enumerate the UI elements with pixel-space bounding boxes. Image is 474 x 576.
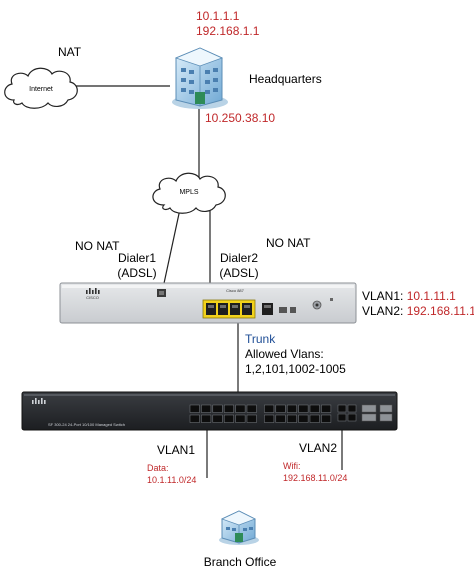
cisco-switch-device: SF 300-24 24-Port 10/100 Managed Switch (21, 391, 398, 431)
branch-office-building-icon (219, 510, 259, 545)
router-wan-port (262, 303, 273, 315)
router-lan-ports (202, 299, 256, 319)
hq-ip-line2: 192.168.1.1 (196, 24, 260, 38)
link-mpls-dialer1 (162, 208, 181, 289)
router-usb-ports (279, 307, 296, 313)
switch-port (246, 404, 257, 413)
switch-port (309, 414, 320, 423)
connection-lines (66, 85, 343, 478)
switch-port (201, 414, 212, 423)
internet-cloud-label: Internet (29, 86, 53, 93)
dialer2-label: Dialer2 (219, 251, 259, 265)
switch-port (246, 414, 257, 423)
router-vlan2-prefix: VLAN2: (362, 304, 407, 318)
switch-port (286, 414, 297, 423)
router-console-port (157, 289, 166, 297)
switch-port (189, 404, 200, 413)
switch-port-grid (189, 404, 332, 423)
internet-cloud-icon (4, 67, 78, 109)
branch-vlan2-label: VLAN2 (299, 441, 338, 455)
mpls-cloud-label: MPLS (179, 189, 199, 196)
branch-vlan1-label: VLAN1 (157, 443, 196, 457)
switch-port (298, 414, 309, 423)
mpls-cloud-icon (152, 172, 226, 214)
router-vlan2-ip: 192.168.11.1 (406, 304, 474, 318)
router-power-connector (312, 298, 333, 310)
switch-port (298, 404, 309, 413)
switch-port (264, 404, 275, 413)
headquarters-label: Headquarters (249, 72, 322, 86)
headquarters-building-icon (172, 47, 228, 109)
trunk-allowed-vlans: 1,2,101,1002-1005 (245, 362, 346, 376)
switch-port (189, 414, 200, 423)
no-nat-right-label: NO NAT (266, 236, 311, 250)
switch-port (275, 414, 286, 423)
switch-port (201, 404, 212, 413)
switch-port (309, 404, 320, 413)
branch-wifi-ip: 192.168.11.0/24 (283, 473, 348, 483)
switch-port (321, 404, 332, 413)
switch-port (223, 414, 234, 423)
dialer2-type-label: (ADSL) (219, 266, 259, 280)
switch-port (275, 404, 286, 413)
dialer1-type-label: (ADSL) (117, 266, 157, 280)
router-model-text: Cisco 887 (226, 288, 245, 293)
branch-wifi-label: Wifi: (283, 461, 301, 471)
router-brand-text: CISCO (86, 295, 99, 300)
router-vlan2-line: VLAN2: 192.168.11.1 (362, 304, 474, 318)
hq-wan-ip: 10.250.38.10 (205, 111, 276, 125)
switch-port (235, 404, 246, 413)
hq-ip-line1: 10.1.1.1 (196, 9, 240, 23)
cisco-logo-icon (32, 398, 46, 404)
nat-label: NAT (58, 45, 82, 59)
router-vlan1-line: VLAN1: 10.1.11.1 (362, 289, 456, 303)
branch-office-label: Branch Office (203, 555, 277, 569)
no-nat-left-label: NO NAT (75, 239, 120, 253)
router-vlan1-ip: 10.1.11.1 (406, 289, 456, 303)
router-vlan1-prefix: VLAN1: (362, 289, 407, 303)
branch-data-ip: 10.1.11.0/24 (147, 475, 197, 485)
switch-port (321, 414, 332, 423)
switch-port (264, 414, 275, 423)
switch-port (212, 414, 223, 423)
switch-model-text: SF 300-24 24-Port 10/100 Managed Switch (48, 422, 125, 427)
dialer1-label: Dialer1 (117, 251, 157, 265)
switch-port (223, 404, 234, 413)
switch-port (212, 404, 223, 413)
cisco-logo-icon (86, 288, 100, 294)
trunk-allowed-label: Allowed Vlans: (245, 347, 324, 361)
switch-port (286, 404, 297, 413)
branch-data-label: Data: (147, 463, 169, 473)
trunk-title: Trunk (245, 332, 276, 346)
switch-port (235, 414, 246, 423)
switch-uplink-ports (337, 404, 393, 422)
cisco-router-device: CISCO Cisco 887 (59, 282, 357, 324)
